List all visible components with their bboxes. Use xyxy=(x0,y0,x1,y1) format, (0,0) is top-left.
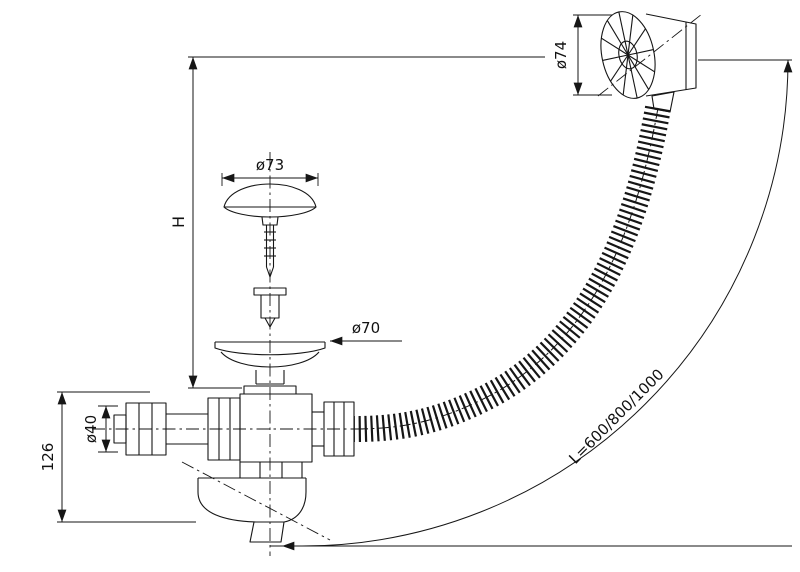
dim-label-hose-length: L=600/800/1000 xyxy=(565,365,667,467)
dim-label-install-height: H xyxy=(169,216,188,228)
trap-nut xyxy=(239,461,303,479)
plug-screw-body xyxy=(260,294,280,319)
trap-cup xyxy=(197,477,307,543)
hex-nut-left xyxy=(125,402,167,456)
dim-label-trap-height: 126 xyxy=(39,443,57,472)
dim-label-overflow-cap: ø74 xyxy=(552,41,570,69)
waste-assembly xyxy=(113,385,355,543)
dim-label-plug-cap: ø73 xyxy=(256,156,284,174)
flexible-hose xyxy=(353,105,671,442)
plug-assembly xyxy=(214,183,326,385)
tee-body xyxy=(239,385,313,463)
dim-label-outlet-pipe: ø40 xyxy=(82,415,100,443)
dim-label-drain-flange: ø70 xyxy=(352,319,380,337)
dimensions: ø74 H ø73 ø70 ø40 126 L=600/800/1000 xyxy=(39,14,793,551)
